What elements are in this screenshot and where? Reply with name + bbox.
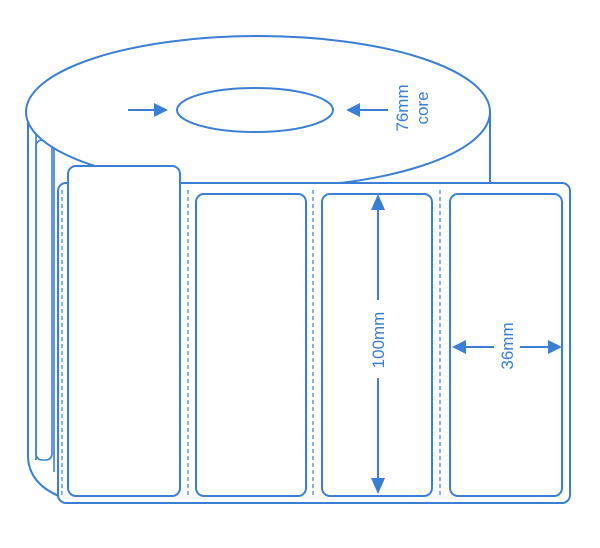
label-3 [321,193,433,497]
core-label-text: core [413,91,432,124]
width-arrow-left-head [452,340,466,354]
height-arrow-bottom-head [371,478,385,494]
height-arrow-top-head [371,194,385,210]
height-text: 100mm [369,312,388,369]
label-1 [67,165,181,497]
label-2 [195,193,307,497]
width-arrow-right-head [548,340,562,354]
label-4 [449,193,563,497]
core-hole [176,87,334,133]
core-size-text: 76mm [393,84,412,131]
core-arrow-left-head [154,103,168,117]
width-text: 36mm [498,322,517,369]
core-arrow-right-head [346,103,360,117]
backing-strip [57,182,571,504]
